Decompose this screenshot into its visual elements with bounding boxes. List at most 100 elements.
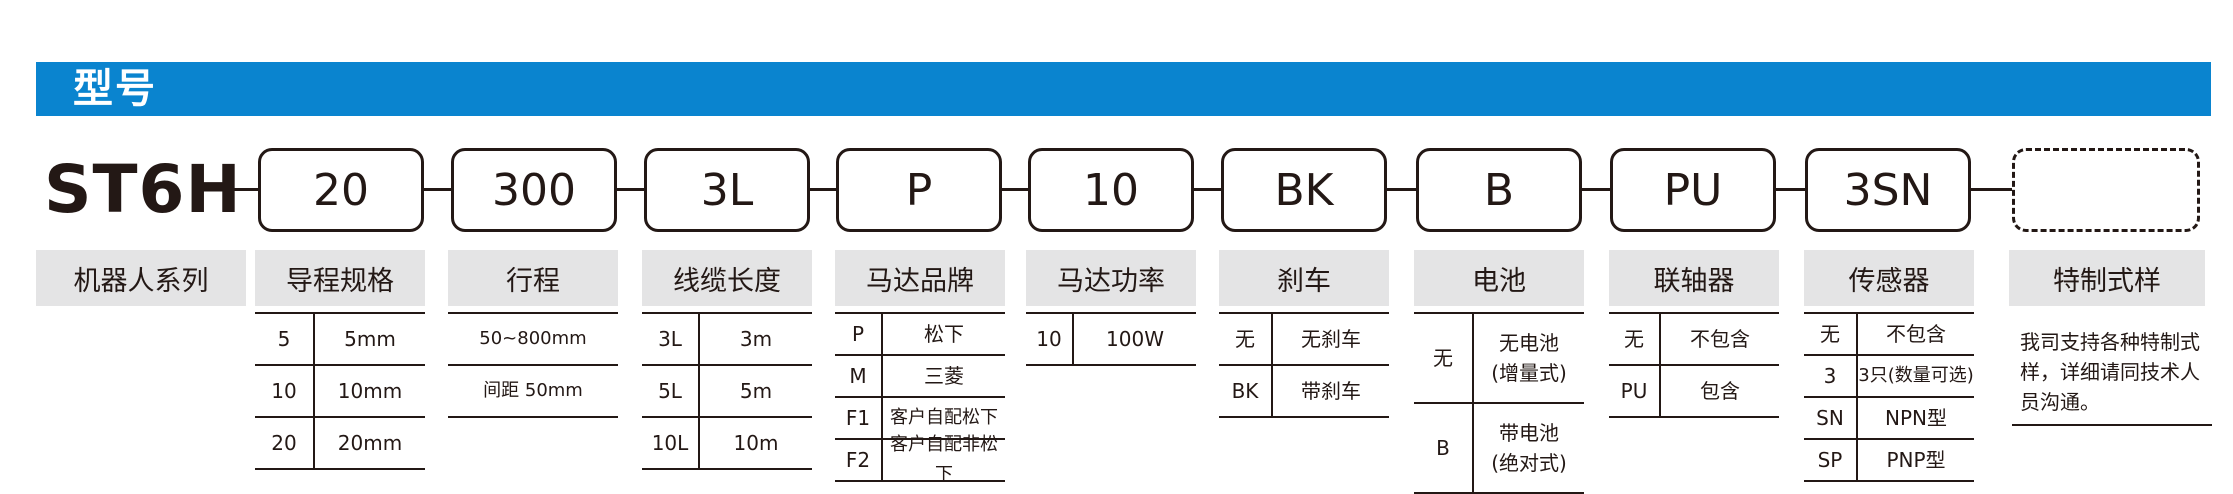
option-code: BK	[1231, 379, 1259, 403]
code-connector	[1387, 188, 1416, 191]
option-code: 无	[1624, 327, 1644, 351]
option-description: PNP型	[1886, 448, 1946, 472]
column-header: 行程	[448, 250, 618, 306]
code-box-8: PU	[1610, 148, 1776, 232]
option-row: 无不包含	[1609, 312, 1779, 366]
series-code: ST6H	[44, 151, 242, 228]
code-box-1: 20	[258, 148, 424, 232]
option-row: SN NPN型	[1804, 398, 1974, 440]
code-connector	[222, 188, 258, 191]
option-row: 20 20mm	[255, 418, 425, 470]
option-code: 5	[277, 327, 291, 351]
column-header: 刹车	[1219, 250, 1389, 306]
cell-divider	[313, 366, 315, 416]
option-description: 10mm	[337, 379, 403, 403]
option-description: 20mm	[337, 431, 403, 455]
code-connector	[1582, 188, 1610, 191]
code-connector	[1002, 188, 1028, 191]
option-code: SN	[1816, 406, 1844, 430]
option-code: 10L	[651, 431, 689, 455]
note-rule	[2012, 424, 2212, 426]
option-description-note: (增量式)	[1491, 361, 1567, 385]
option-code: F1	[845, 406, 871, 430]
code-connector	[424, 188, 451, 191]
code-box-7: B	[1416, 148, 1582, 232]
cell-divider	[313, 314, 315, 364]
option-description: NPN型	[1885, 406, 1947, 430]
code-connector	[1776, 188, 1805, 191]
section-title-bar: 型号	[36, 62, 2211, 116]
code-connector	[810, 188, 836, 191]
option-description-line: 无电池	[1499, 331, 1559, 355]
cell-divider	[1659, 314, 1661, 364]
code-connector	[1971, 188, 2012, 191]
code-box-9: 3SN	[1805, 148, 1971, 232]
option-code: 无	[1820, 322, 1840, 346]
option-code: 5L	[658, 379, 682, 403]
option-row: 无 无电池 (增量式)	[1414, 312, 1584, 404]
option-description: 5m	[739, 379, 773, 403]
option-description: 间距 50mm	[483, 380, 583, 401]
option-description-note: (绝对式)	[1491, 451, 1567, 475]
code-box-5: 10	[1028, 148, 1194, 232]
cell-divider	[1072, 314, 1074, 364]
code-box-2: 300	[451, 148, 617, 232]
option-row: PU 包含	[1609, 366, 1779, 418]
cell-divider	[698, 418, 700, 468]
custom-spec-note: 我司支持各种特制式样，详细请同技术人员沟通。	[2020, 330, 2200, 414]
option-description: 3只(数量可选)	[1858, 365, 1974, 386]
code-box-custom	[2012, 148, 2200, 232]
option-row: BK 带刹车	[1219, 366, 1389, 418]
option-code: 20	[271, 431, 297, 455]
series-label: 机器人系列	[36, 250, 246, 306]
option-description: 3m	[739, 327, 773, 351]
option-description: 客户自配非松下	[890, 434, 998, 485]
option-code: M	[849, 364, 867, 388]
option-row: 10L 10m	[642, 418, 812, 470]
option-description: 包含	[1700, 379, 1740, 403]
option-row: 5 5mm	[255, 312, 425, 366]
option-code: F2	[845, 448, 871, 472]
cell-divider	[313, 418, 315, 468]
option-row: 间距 50mm	[448, 366, 618, 418]
option-code: 无	[1235, 327, 1255, 351]
option-code: 10	[271, 379, 297, 403]
option-code: PU	[1620, 379, 1648, 403]
cell-divider	[1659, 366, 1661, 416]
column-header: 电池	[1414, 250, 1584, 306]
cell-divider	[698, 366, 700, 416]
option-code: B	[1436, 436, 1450, 460]
column-header: 特制式样	[2009, 250, 2205, 306]
option-description: 客户自配松下	[890, 407, 998, 428]
column-header: 传感器	[1804, 250, 1974, 306]
option-row: 50~800mm	[448, 312, 618, 366]
option-description: 带刹车	[1301, 379, 1361, 403]
option-description: 5mm	[344, 327, 396, 351]
option-code: 无	[1433, 346, 1453, 370]
option-description: 50~800mm	[479, 328, 587, 349]
cell-divider	[1856, 314, 1858, 354]
column-header: 联轴器	[1609, 250, 1779, 306]
option-description: 带电池(绝对式)	[1474, 404, 1584, 492]
cell-divider	[1856, 398, 1858, 438]
option-row: F2 客户自配非松下	[835, 434, 1005, 485]
cell-divider	[1472, 314, 1474, 402]
code-box-3: 3L	[644, 148, 810, 232]
column-header: 马达品牌	[835, 250, 1005, 306]
section-title: 型号	[73, 66, 157, 112]
option-description: 无电池 (增量式)	[1474, 314, 1584, 402]
option-row: 3 3只(数量可选)	[1804, 356, 1974, 398]
option-code: P	[851, 322, 865, 346]
option-description: 100W	[1106, 327, 1164, 351]
cell-divider	[1856, 356, 1858, 396]
option-description: 无刹车	[1301, 327, 1361, 351]
option-code: 3	[1823, 364, 1837, 388]
column-header: 线缆长度	[642, 250, 812, 306]
option-row: 10 10mm	[255, 366, 425, 418]
option-description: 10m	[733, 431, 779, 455]
option-row: 无 无刹车	[1219, 312, 1389, 366]
